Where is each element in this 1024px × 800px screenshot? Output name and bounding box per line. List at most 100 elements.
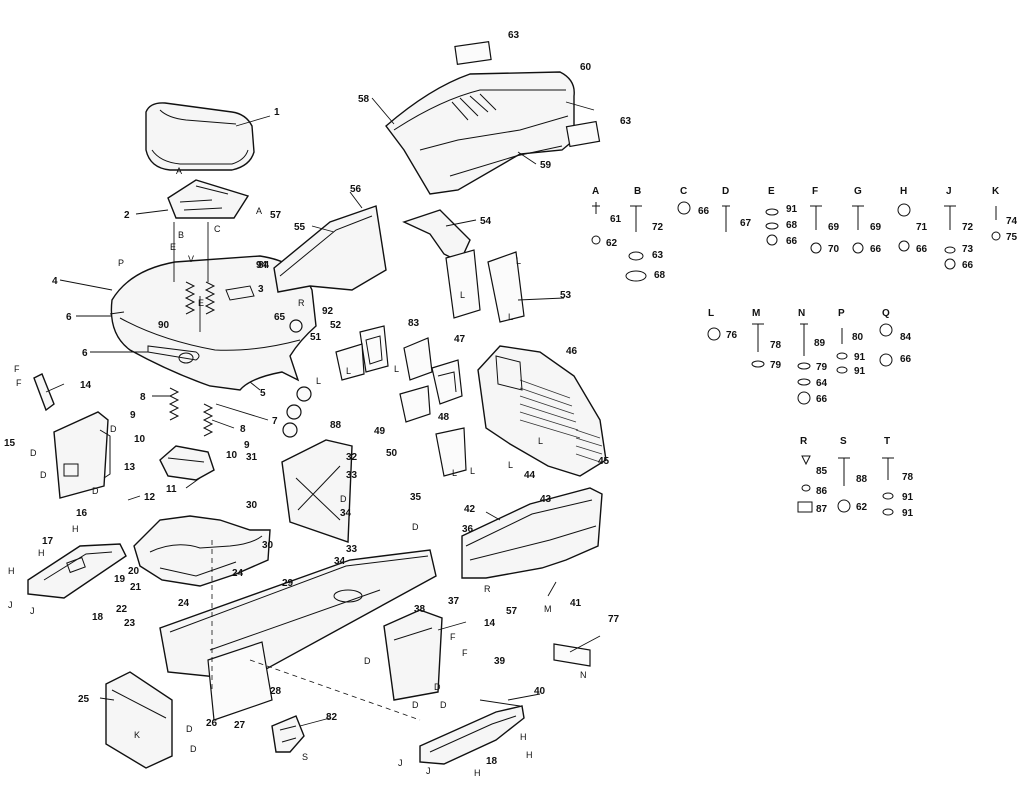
letter-H-1: H	[72, 524, 79, 534]
seat-bracket-part-2	[167, 179, 250, 219]
callout-88: 88	[330, 420, 342, 431]
callout-38: 38	[414, 604, 426, 615]
letter-D-1: D	[110, 424, 117, 434]
callout-59: 59	[540, 160, 552, 171]
hw-P-91b: 91	[854, 366, 866, 377]
hw-H-66: 66	[916, 244, 928, 255]
letter-B: B	[178, 230, 184, 240]
hw-N-66: 66	[816, 394, 828, 405]
side-panel-part-25	[105, 671, 173, 769]
callout-34a: 34	[340, 508, 352, 519]
letter-D-7: D	[364, 656, 371, 666]
battery-tray-part-20-21	[133, 515, 271, 587]
hw-P-80: 80	[852, 332, 864, 343]
hw-J-73: 73	[962, 244, 974, 255]
letter-F-3: F	[450, 632, 456, 642]
callout-23: 23	[124, 618, 136, 629]
letter-J-4: J	[426, 766, 431, 776]
callout-6a: 6	[66, 312, 72, 323]
hw-T-78: 78	[902, 472, 914, 483]
letter-J-2: J	[30, 606, 35, 616]
hw-key-C: C	[680, 186, 687, 197]
callout-57a: 57	[270, 210, 282, 221]
letter-F-2: F	[16, 378, 22, 388]
callout-25: 25	[78, 694, 90, 705]
hood-support-part-54	[402, 209, 525, 323]
callout-8b: 8	[240, 424, 246, 435]
letter-H-4: H	[520, 732, 527, 742]
callout-65: 65	[274, 312, 286, 323]
callout-63b: 63	[620, 116, 632, 127]
letter-D-9: D	[412, 700, 419, 710]
hw-B-72: 72	[652, 222, 664, 233]
hw-E-68: 68	[786, 220, 798, 231]
main-frame-part-27	[159, 540, 437, 721]
callout-92: 92	[322, 306, 334, 317]
letter-D-3: D	[40, 470, 47, 480]
hw-R-85: 85	[816, 466, 828, 477]
pedal-part-77	[553, 643, 591, 667]
hw-K-74: 74	[1006, 216, 1018, 227]
callout-15: 15	[4, 438, 16, 449]
hw-K-75: 75	[1006, 232, 1018, 243]
callout-18a: 18	[92, 612, 104, 623]
seat-part-1	[145, 102, 255, 171]
hardware-reference-grid: A 61 62 B 72 63 68 C 66 D 67 E 91 68 66 …	[592, 186, 1018, 519]
callout-9b: 9	[244, 440, 250, 451]
callout-77: 77	[608, 614, 620, 625]
callout-2: 2	[124, 210, 130, 221]
callout-30b: 30	[262, 540, 274, 551]
hw-key-M: M	[752, 308, 760, 319]
bracket-part-14	[33, 373, 55, 412]
callout-33a: 33	[346, 470, 358, 481]
letter-L-7: L	[470, 466, 475, 476]
callout-28: 28	[270, 686, 282, 697]
callout-52: 52	[330, 320, 342, 331]
callout-35: 35	[410, 492, 422, 503]
footrest-part-18-right	[419, 699, 525, 765]
callout-94: 94	[256, 260, 268, 271]
letter-R-2: R	[484, 584, 491, 594]
hw-A-61: 61	[610, 214, 622, 225]
callout-90: 90	[158, 320, 170, 331]
letter-E-2: E	[198, 298, 204, 308]
letter-C: C	[214, 224, 221, 234]
hw-key-G: G	[854, 186, 862, 197]
letter-D-12: D	[190, 744, 197, 754]
hw-J-66: 66	[962, 260, 974, 271]
hw-Q-66: 66	[900, 354, 912, 365]
letter-P: P	[118, 258, 124, 268]
hw-M-79: 79	[770, 360, 782, 371]
callout-39: 39	[494, 656, 506, 667]
rear-plate-part-38	[383, 609, 443, 701]
callout-49: 49	[374, 426, 386, 437]
callout-40: 40	[534, 686, 546, 697]
hw-key-Q: Q	[882, 308, 890, 319]
callout-83: 83	[408, 318, 420, 329]
hw-key-L: L	[708, 308, 714, 319]
callout-44: 44	[524, 470, 536, 481]
callout-19: 19	[114, 574, 126, 585]
callout-42: 42	[464, 504, 476, 515]
hw-P-91a: 91	[854, 352, 866, 363]
letter-L-3: L	[460, 290, 465, 300]
hw-key-F: F	[812, 186, 818, 197]
hw-N-79: 79	[816, 362, 828, 373]
dashboard-part-55-56	[273, 205, 387, 293]
grille-part-45-46	[477, 345, 607, 477]
letter-L-9: L	[538, 436, 543, 446]
hw-key-K: K	[992, 186, 1000, 197]
callout-31: 31	[246, 452, 258, 463]
callout-9a: 9	[130, 410, 136, 421]
letter-L-8: L	[508, 460, 513, 470]
callout-1: 1	[274, 107, 280, 118]
hw-key-R: R	[800, 436, 808, 447]
letter-D-8: D	[434, 682, 441, 692]
letter-R-1: R	[298, 298, 305, 308]
callout-41: 41	[570, 598, 582, 609]
hw-B-63: 63	[652, 250, 664, 261]
callout-13: 13	[124, 462, 136, 473]
letter-L-2: L	[346, 366, 351, 376]
letter-H-3: H	[8, 566, 15, 576]
footrest-part-18-left	[27, 543, 127, 599]
